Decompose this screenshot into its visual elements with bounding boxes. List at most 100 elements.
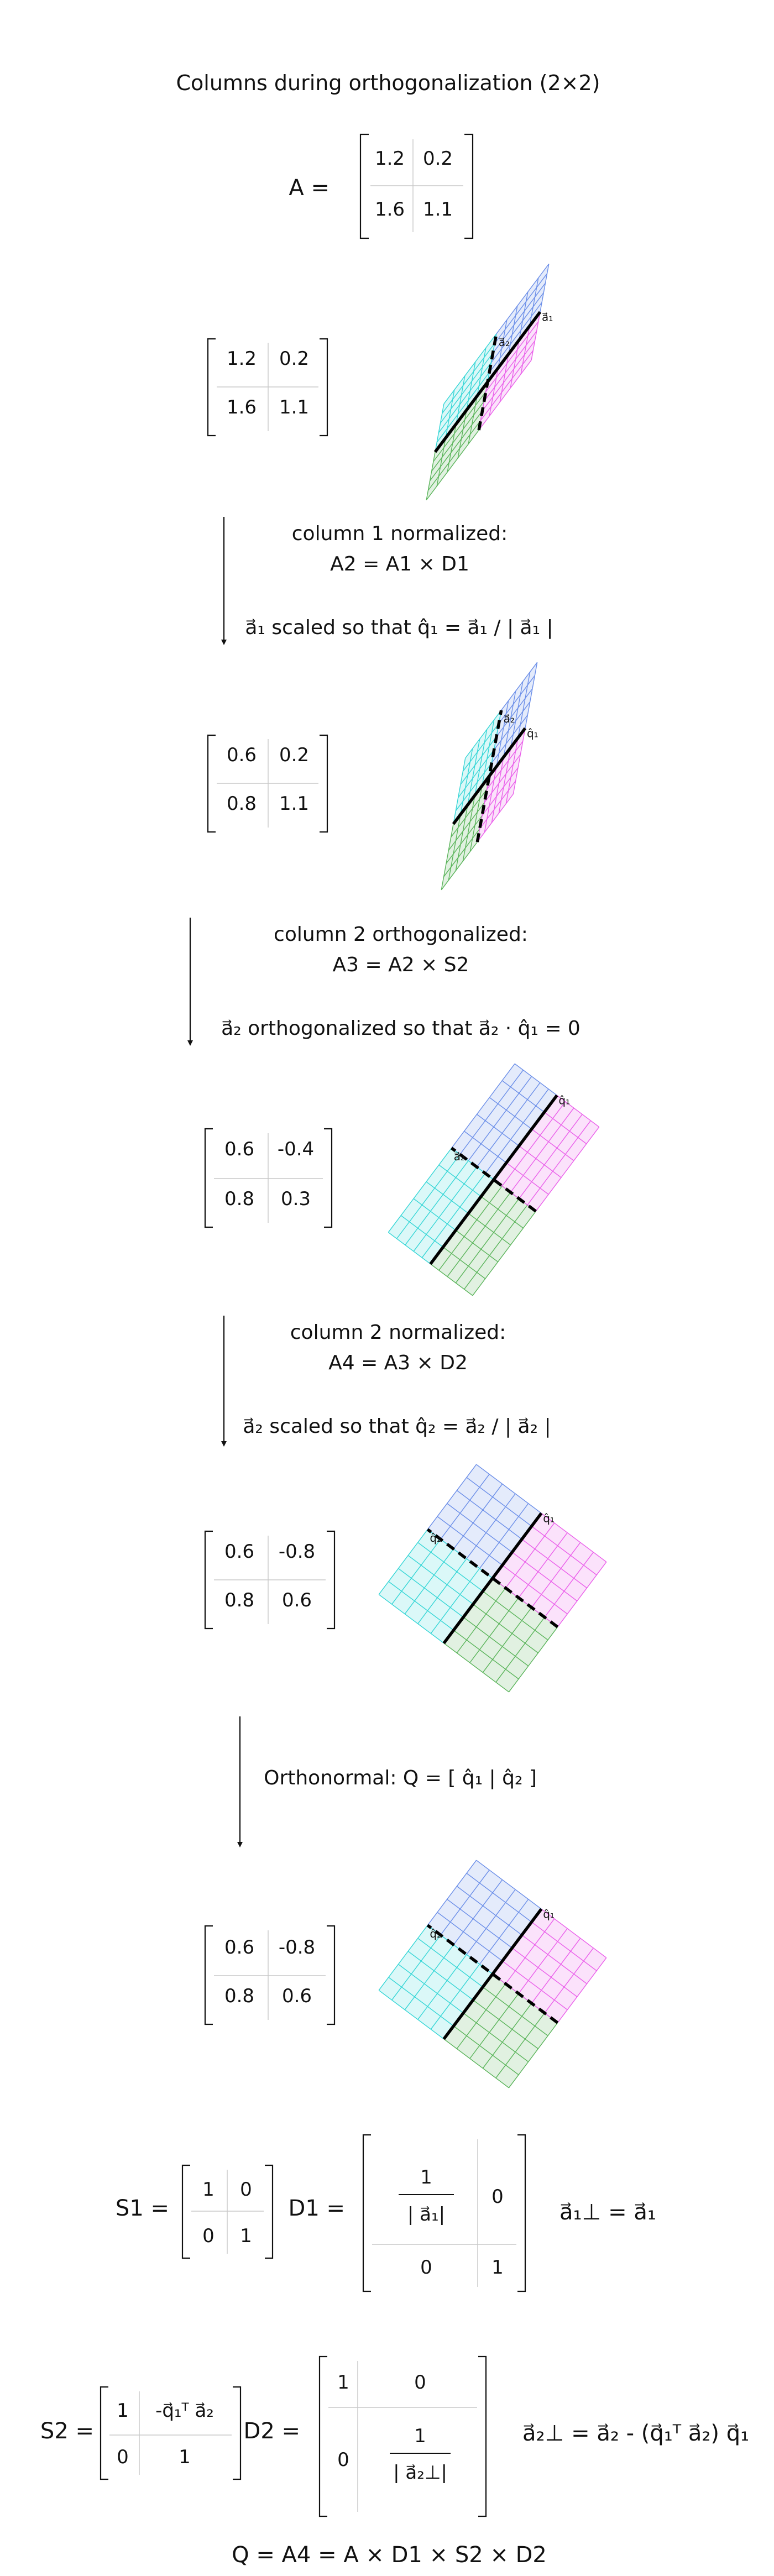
stage-1: 0.6 0.2 0.8 1.1 q̂₁ a⃗₂	[207, 662, 538, 891]
column-1-axis	[442, 1512, 543, 1645]
left-bracket	[318, 2355, 327, 2517]
stage-3-matrix: 0.6 -0.8 0.8 0.6	[204, 1530, 336, 1630]
transition-0: column 1 normalized: A2 = A1 × D1 a⃗₁ sc…	[221, 517, 553, 645]
d1-numerator: 1	[420, 2166, 432, 2188]
column-1-label: a⃗₁	[542, 310, 553, 323]
stage-0: 1.2 0.2 1.6 1.1 a⃗₁a⃗₂	[207, 263, 553, 501]
d2-numerator: 1	[414, 2425, 426, 2447]
s1-cell: 0	[240, 2179, 252, 2201]
stage-1-plot: q̂₁ a⃗₂	[441, 662, 538, 891]
column-2-label: q̂₂	[430, 1531, 441, 1544]
d1-top-right: 0	[491, 2186, 504, 2208]
matrix-cell: 1.1	[279, 793, 309, 815]
column-2-axis	[477, 333, 498, 431]
right-bracket	[517, 2134, 526, 2292]
s1-cell: 0	[202, 2225, 215, 2247]
matrix-cell: 0.8	[224, 1985, 254, 2007]
transition-equation: A2 = A1 × D1	[330, 553, 469, 575]
definition-d2: D2 = 1 0 0 1 | a⃗₂⊥| a⃗₂⊥ = a⃗₂ - (q⃗₁ᵀ …	[244, 2355, 749, 2517]
column-2-label: a⃗₂	[454, 1150, 465, 1163]
s2-cell: -q⃗₁ᵀ a⃗₂	[155, 2400, 214, 2422]
left-bracket	[359, 133, 369, 239]
stage-0-plot: a⃗₁ a⃗₂	[426, 263, 553, 501]
transition-heading: column 1 normalized:	[292, 522, 508, 545]
s1-cell: 1	[202, 2179, 215, 2201]
stage-4: 0.6 -0.8 0.8 0.6 q̂₁q̂₂	[204, 1860, 607, 2088]
matrix-cell: 0.8	[224, 1589, 254, 1611]
transition-heading: column 2 orthogonalized:	[274, 923, 528, 946]
initial-matrix-a: A = 1.2 0.2 1.6 1.1	[289, 133, 474, 239]
quadrant-neg-a1-neg-a2	[426, 381, 488, 501]
left-bracket	[204, 1925, 213, 2025]
matrix-cell: 0.8	[227, 793, 257, 815]
column-1-label: q̂₁	[543, 1907, 555, 1920]
matrix-cell: 0.6	[224, 1936, 254, 1959]
right-bracket	[265, 2164, 274, 2259]
right-bracket	[478, 2355, 487, 2517]
quadrant-a1-neg-a2	[478, 311, 541, 431]
column-2-label: a⃗₂	[499, 336, 510, 349]
diagram-title: Columns during orthogonalization (2×2)	[176, 71, 600, 95]
right-bracket	[320, 734, 328, 833]
column-1-label: q̂₁	[543, 1511, 555, 1525]
d1-bottom-left: 0	[420, 2256, 432, 2279]
left-bracket	[204, 1128, 213, 1228]
left-bracket	[207, 734, 216, 833]
s1-cell: 1	[240, 2225, 252, 2247]
s1-label: S1 =	[116, 2196, 169, 2221]
matrix-cell: 0.6	[224, 1541, 254, 1563]
column-2-label: q̂₂	[430, 1927, 441, 1940]
d2-bottom-left: 0	[337, 2449, 349, 2471]
column-2-axis	[475, 710, 503, 842]
stage-4-plot: q̂₁ q̂₂	[378, 1860, 607, 2088]
stage-1-matrix: 0.6 0.2 0.8 1.1	[207, 734, 328, 833]
s2-cell: 0	[117, 2446, 129, 2468]
stage-3-plot: q̂₁ q̂₂	[378, 1464, 607, 1693]
matrix-cell: -0.8	[279, 1541, 315, 1563]
transition-3: Orthonormal: Q = [ q̂₁ | q̂₂ ]	[237, 1716, 537, 1847]
d2-top-left: 1	[337, 2371, 349, 2394]
stage-3: 0.6 -0.8 0.8 0.6 q̂₁ q̂₂	[204, 1464, 607, 1693]
matrix-cell: 0.3	[281, 1188, 311, 1210]
d1-denominator: | a⃗₁|	[407, 2203, 445, 2226]
matrix-cell: -0.4	[278, 1138, 314, 1160]
definition-s2: S2 = 1 -q⃗₁ᵀ a⃗₂ 0 1	[40, 2386, 242, 2480]
column-2-axis	[426, 1528, 559, 1629]
s2-cell: 1	[179, 2446, 191, 2468]
column-2-axis	[426, 1924, 559, 2024]
column-1-axis	[452, 727, 527, 825]
matrix-a-cell: 0.2	[423, 148, 453, 170]
transition-1: column 2 orthogonalized: A3 = A2 × S2 a⃗…	[187, 918, 580, 1046]
s2-label: S2 =	[40, 2418, 94, 2444]
column-1-axis	[429, 1094, 558, 1265]
d1-bottom-right: 1	[491, 2256, 504, 2279]
matrix-a-cell: 1.1	[423, 198, 453, 221]
column-1-label: q̂₁	[527, 726, 538, 740]
matrix-cell: 0.2	[279, 744, 309, 766]
matrix-cell: 1.6	[227, 396, 257, 418]
left-bracket	[207, 338, 216, 437]
transition-equation: A3 = A2 × S2	[333, 954, 469, 976]
matrix-cell: 0.6	[282, 1589, 312, 1611]
d2-note: a⃗₂⊥ = a⃗₂ - (q⃗₁ᵀ a⃗₂) q⃗₁	[522, 2421, 749, 2446]
matrix-cell: 0.8	[224, 1188, 254, 1210]
right-bracket	[324, 1128, 333, 1228]
d2-label: D2 =	[244, 2418, 300, 2444]
column-2-axis	[451, 1146, 537, 1213]
quadrant-neg-a1-neg-a2	[430, 1179, 536, 1296]
matrix-a-cell: 1.6	[375, 198, 405, 221]
d1-note: a⃗₁⊥ = a⃗₁	[559, 2200, 656, 2225]
transition-2: column 2 normalized: A4 = A3 × D2 a⃗₂ sc…	[221, 1316, 551, 1447]
left-bracket	[100, 2386, 108, 2480]
stage-2-plot: q̂₁ a⃗₂	[388, 1063, 600, 1296]
matrix-cell: -0.8	[279, 1936, 315, 1959]
left-bracket	[362, 2134, 371, 2292]
matrix-cell: 0.2	[279, 348, 309, 370]
stage-2: 0.6 -0.4 0.8 0.3 q̂₁a⃗₂	[204, 1063, 600, 1296]
d1-label: D1 =	[289, 2196, 345, 2221]
column-2-label: a⃗₂	[504, 712, 515, 725]
column-1-label: q̂₁	[558, 1093, 570, 1107]
matrix-a-label: A =	[289, 175, 330, 201]
d2-denominator: | a⃗₂⊥|	[393, 2462, 447, 2484]
